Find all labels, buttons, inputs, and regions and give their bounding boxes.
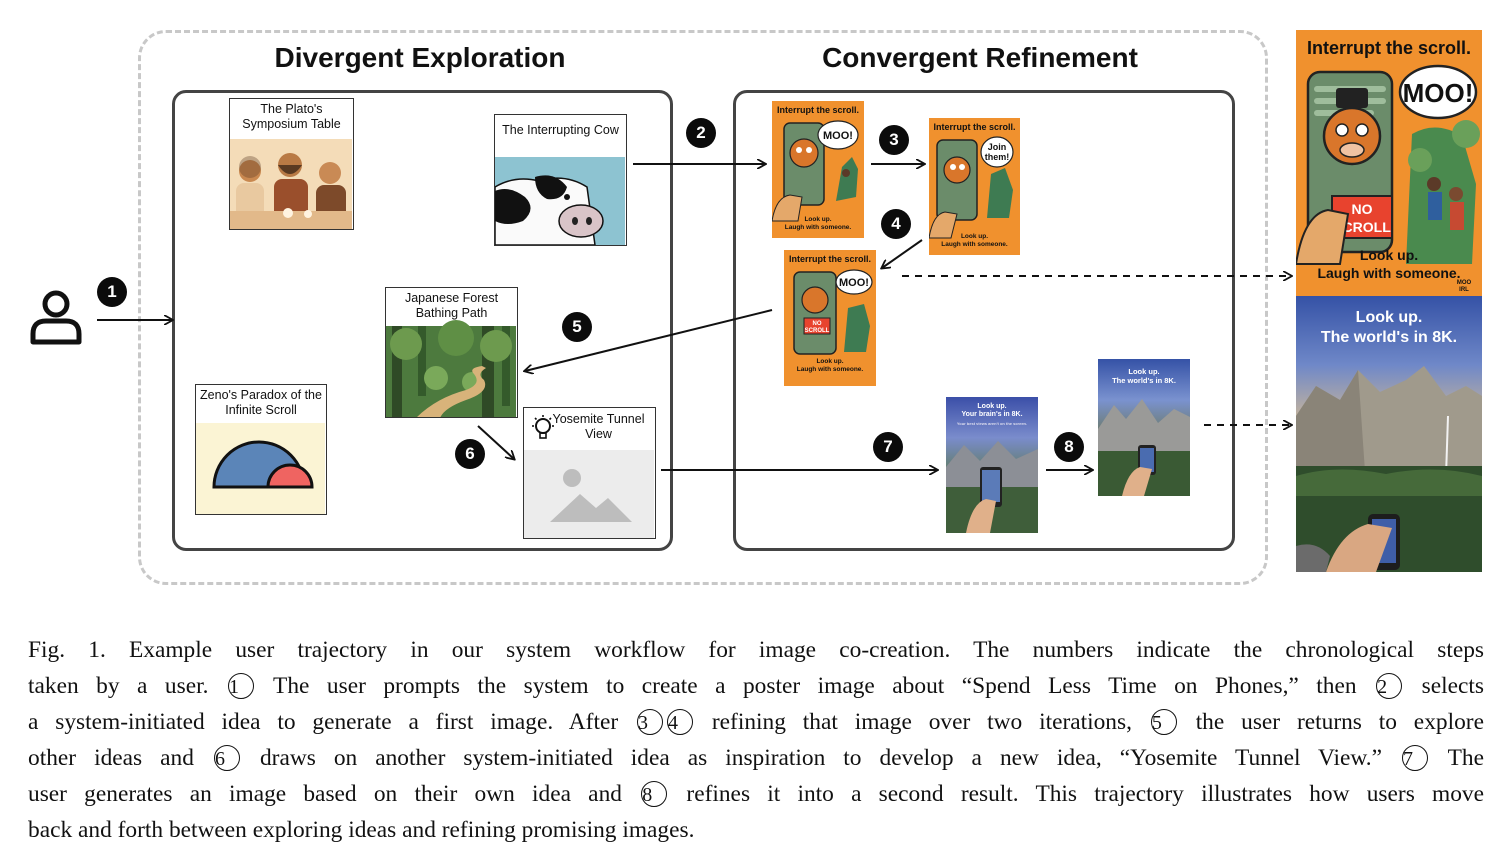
poster-headline: Look up.The world's in 8K. <box>1112 367 1176 385</box>
idea-card-label: Zeno's Paradox of the Infinite Scroll <box>200 388 322 417</box>
idea-card-cow[interactable]: The Interrupting Cow <box>494 114 627 246</box>
step-2-badge: 2 <box>686 118 716 148</box>
idea-card-label: The Interrupting Cow <box>502 123 619 137</box>
idea-card-forest[interactable]: Japanese Forest Bathing Path <box>385 287 518 418</box>
forest-image <box>386 320 516 417</box>
caption-step-marker: 4 <box>667 709 693 735</box>
step-8-badge: 8 <box>1054 432 1084 462</box>
step-7-badge: 7 <box>873 432 903 462</box>
cow-poster-art: MOO! NO SCROLL <box>793 269 873 355</box>
svg-text:MOO!: MOO! <box>839 277 869 289</box>
cow-poster-art: Join them! <box>929 136 1014 239</box>
poster-moo: MOO! <box>823 130 853 142</box>
poster-headline: Look up.Your brain's in 8K. <box>961 403 1023 418</box>
caption-line-5: user generates an image based on their o… <box>28 781 1484 807</box>
poster-moo: MOO! <box>1403 78 1474 108</box>
svg-text:them!: them! <box>985 152 1010 162</box>
idea-card-plato[interactable]: The Plato's Symposium Table <box>229 98 354 230</box>
svg-text:Join: Join <box>988 142 1007 152</box>
step-5-badge: 5 <box>562 312 592 342</box>
poster-cow-v1[interactable]: Interrupt the scroll. MOO! Look up.Laugh… <box>772 101 864 238</box>
svg-text:SCROLL: SCROLL <box>1333 219 1391 235</box>
caption-step-marker: 6 <box>213 745 240 771</box>
caption-line-2: taken by a user. 1 The user prompts the … <box>28 673 1484 699</box>
final-poster-yosemite[interactable]: Look up.The world's in 8K. <box>1296 296 1482 572</box>
workflow-container <box>138 30 1268 585</box>
image-placeholder-icon <box>524 450 654 538</box>
caption-step-marker: 3 <box>637 709 663 735</box>
poster-brand: MOO IRL <box>1456 280 1472 293</box>
poster-headline: Interrupt the scroll. <box>788 254 871 264</box>
convergent-title: Convergent Refinement <box>822 42 1138 73</box>
poster-tagline: Look up.Laugh with someone. <box>796 358 864 373</box>
cow-poster-art: MOO! <box>772 120 859 222</box>
svg-text:NO: NO <box>1352 201 1373 217</box>
caption-step-marker: 7 <box>1402 745 1429 771</box>
poster-yosemite-v2[interactable]: Look up.The world's in 8K. <box>1098 359 1190 496</box>
caption-line-6: back and forth between exploring ideas a… <box>28 817 695 843</box>
arrow-step4 <box>882 239 923 268</box>
poster-cow-v2[interactable]: Interrupt the scroll. Join them! Look up… <box>929 118 1020 255</box>
user-icon <box>30 290 82 345</box>
yosemite-poster-art <box>1296 366 1482 572</box>
idea-card-zeno[interactable]: Zeno's Paradox of the Infinite Scroll <box>195 384 327 515</box>
arrow-step6 <box>477 425 514 459</box>
caption-line-4: other ideas and 6 draws on another syste… <box>28 745 1484 771</box>
arrow-step5 <box>525 309 773 371</box>
divergent-title: Divergent Exploration <box>274 42 566 73</box>
cow-image <box>495 157 625 245</box>
yosemite-poster-art <box>946 441 1038 533</box>
final-poster-cow[interactable]: Interrupt the scroll. MOO! NO SCROLL Loo… <box>1296 30 1482 296</box>
idea-card-label: Yosemite Tunnel View <box>552 412 645 441</box>
caption-line-1: Fig. 1. Example user trajectory in our s… <box>28 637 1484 663</box>
step-6-badge: 6 <box>455 439 485 469</box>
plato-image <box>230 139 352 229</box>
arrows-layer <box>97 0 1502 600</box>
caption-step-marker: 2 <box>1376 673 1403 699</box>
yosemite-poster-art <box>1098 399 1190 496</box>
poster-headline: Interrupt the scroll. <box>1306 38 1472 58</box>
caption-step-marker: 8 <box>641 781 668 807</box>
cow-poster-art: MOO! NO SCROLL <box>1296 64 1480 265</box>
poster-tagline: Look up.Laugh with someone. <box>784 216 852 231</box>
zeno-image <box>196 423 325 514</box>
idea-card-yosemite[interactable]: Yosemite Tunnel View <box>523 407 656 539</box>
step-1-badge: 1 <box>97 277 127 307</box>
caption-step-marker: 5 <box>1150 709 1177 735</box>
caption-step-marker: 1 <box>227 673 254 699</box>
figure-caption: Fig. 1. Example user trajectory in our s… <box>28 632 1484 848</box>
poster-cow-v3[interactable]: Interrupt the scroll. MOO! NO SCROLL Loo… <box>784 250 876 386</box>
caption-line-3: a system-initiated idea to generate a fi… <box>28 709 1484 735</box>
poster-tagline: Look up.Laugh with someone. <box>1317 247 1461 281</box>
poster-tagline: Look up.Laugh with someone. <box>941 233 1008 248</box>
poster-subline: Your best views aren't on the screen. <box>956 421 1028 426</box>
poster-headline: Interrupt the scroll. <box>776 105 859 115</box>
step-4-badge: 4 <box>881 209 911 239</box>
lightbulb-icon <box>532 415 554 439</box>
idea-card-label: Japanese Forest Bathing Path <box>404 291 499 320</box>
poster-headline: Look up.The world's in 8K. <box>1320 309 1458 346</box>
idea-card-label: The Plato's Symposium Table <box>242 102 341 131</box>
poster-headline: Interrupt the scroll. <box>933 122 1016 132</box>
step-3-badge: 3 <box>879 125 909 155</box>
svg-text:SCROLL: SCROLL <box>805 328 830 334</box>
svg-text:NO: NO <box>813 321 822 327</box>
poster-yosemite-v1[interactable]: Look up.Your brain's in 8K. Your best vi… <box>946 397 1038 533</box>
